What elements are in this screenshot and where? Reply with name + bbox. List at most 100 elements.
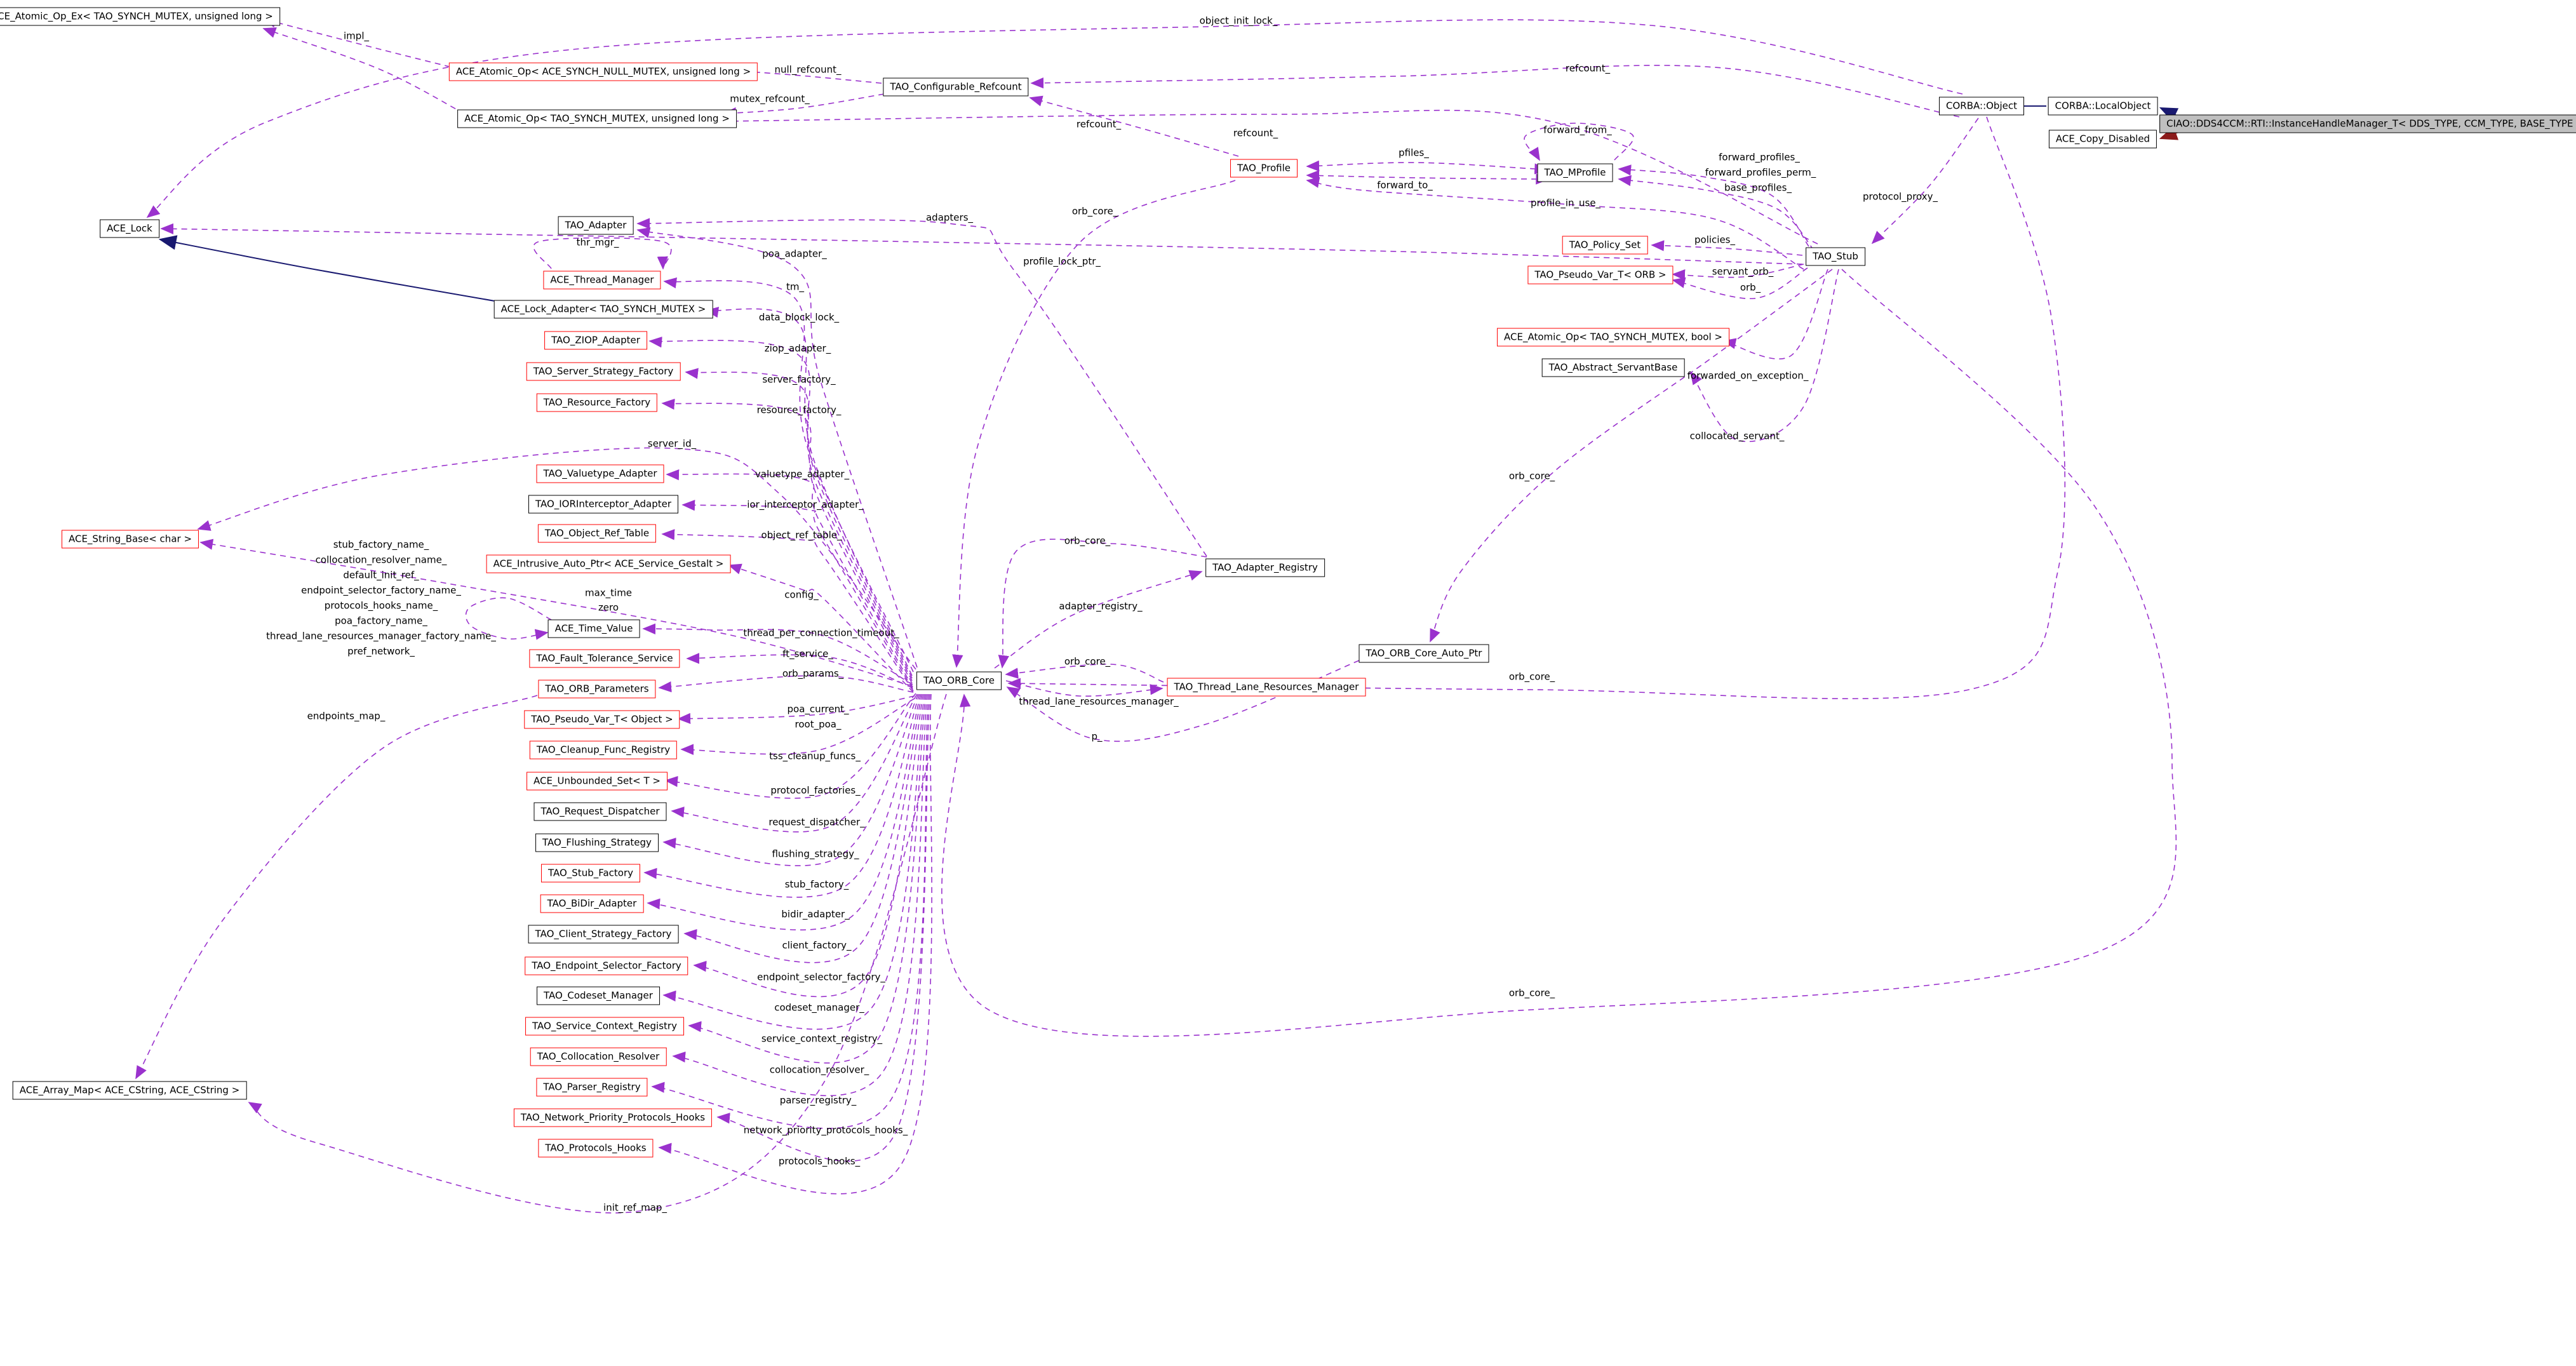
edge-13 (1524, 123, 1634, 161)
edge-3 (723, 93, 885, 119)
node-stubfac[interactable]: TAO_Stub_Factory (540, 864, 641, 883)
edge-31 (197, 447, 916, 670)
node-aopul[interactable]: ACE_Atomic_Op< TAO_SYNCH_MUTEX, unsigned… (457, 109, 737, 128)
node-nph[interactable]: TAO_Network_Priority_Protocols_Hooks (513, 1108, 713, 1127)
edge-30 (661, 398, 913, 684)
node-ph[interactable]: TAO_Protocols_Hooks (538, 1139, 654, 1158)
node-absservant[interactable]: TAO_Abstract_ServantBase (1541, 358, 1685, 377)
edge-57 (135, 695, 538, 1080)
edge-33 (666, 469, 913, 688)
node-aopnull[interactable]: ACE_Atomic_Op< ACE_SYNCH_NULL_MUTEX, uns… (448, 62, 758, 81)
node-confref[interactable]: TAO_Configurable_Refcount (883, 77, 1029, 97)
node-ubset[interactable]: ACE_Unbounded_Set< T > (527, 772, 667, 791)
node-iap[interactable]: ACE_Intrusive_Auto_Ptr< ACE_Service_Gest… (486, 554, 731, 573)
node-scr[interactable]: TAO_Service_Context_Registry (525, 1017, 684, 1036)
node-cfr[interactable]: TAO_Cleanup_Func_Registry (529, 740, 678, 760)
node-localobj[interactable]: CORBA::LocalObject (2048, 97, 2158, 116)
edge-label-orb-core: orb_core_ (1508, 671, 1555, 683)
node-vta[interactable]: TAO_Valuetype_Adapter (536, 464, 664, 483)
edge-label-thread-lane-resources-manager: thread_lane_resources_manager_ (1019, 695, 1179, 707)
node-reqdisp[interactable]: TAO_Request_Dispatcher (533, 802, 667, 821)
node-arraymap[interactable]: ACE_Array_Map< ACE_CString, ACE_CString … (12, 1081, 247, 1100)
node-codeset[interactable]: TAO_Codeset_Manager (537, 986, 660, 1005)
edge-label-parser-registry: parser_registry_ (779, 1094, 857, 1106)
node-collres[interactable]: TAO_Collocation_Resolver (530, 1047, 667, 1066)
node-stringbase[interactable]: ACE_String_Base< char > (61, 530, 199, 549)
edge-label-impl: impl_ (344, 30, 369, 42)
edge-15 (1618, 175, 1815, 251)
edge-label-data-block-lock: data_block_lock_ (758, 311, 840, 323)
edge-label-orb-params: orb_params_ (782, 667, 844, 680)
node-policyset[interactable]: TAO_Policy_Set (1562, 236, 1648, 255)
edge-34 (681, 500, 913, 690)
edge-label-collocation-resolver-name: collocation_resolver_name_ (315, 554, 447, 566)
edge-label-ziop-adapter: ziop_adapter_ (764, 342, 831, 354)
edge-label-adapters: adapters_ (925, 211, 974, 224)
node-ziop[interactable]: TAO_ZIOP_Adapter (544, 331, 647, 350)
node-copydis[interactable]: ACE_Copy_Disabled (2048, 130, 2157, 149)
edge-label-orb: orb_ (1740, 281, 1761, 293)
edge-label-pref-network: pref_network_ (347, 645, 415, 657)
edge-40 (658, 675, 914, 693)
edge-22 (1871, 117, 1979, 244)
edge-43 (664, 693, 916, 799)
edge-26 (663, 277, 914, 673)
node-acelock[interactable]: ACE_Lock (100, 219, 159, 238)
edge-label-profile-lock-ptr: profile_lock_ptr_ (1023, 255, 1101, 267)
node-resf[interactable]: TAO_Resource_Factory (536, 393, 658, 412)
node-iora[interactable]: TAO_IORInterceptor_Adapter (528, 495, 679, 514)
edge-52 (672, 693, 928, 1097)
node-adapter[interactable]: TAO_Adapter (558, 216, 634, 235)
edge-label-collocated-servant: collocated_servant_ (1689, 430, 1785, 442)
node-flush[interactable]: TAO_Flushing_Strategy (535, 833, 659, 852)
edge-label-flushing-strategy: flushing_strategy_ (772, 848, 859, 860)
edge-label-servant-orb: servant_orb_ (1712, 265, 1774, 278)
node-pvobj[interactable]: TAO_Pseudo_Var_T< Object > (524, 710, 680, 729)
edge-44 (671, 693, 918, 833)
edge-label-forward-to: forward_to_ (1377, 179, 1433, 191)
edge-60 (1005, 680, 1164, 697)
edge-23 (636, 218, 1207, 557)
node-aopbool[interactable]: ACE_Atomic_Op< TAO_SYNCH_MUTEX, bool > (1497, 328, 1729, 347)
node-orbcore[interactable]: TAO_ORB_Core (916, 671, 1002, 690)
edge-50 (662, 693, 925, 1030)
edge-label-tss-cleanup-funcs: tss_cleanup_funcs_ (769, 750, 861, 762)
node-mprofile[interactable]: TAO_MProfile (1537, 163, 1613, 182)
node-orbparams[interactable]: TAO_ORB_Parameters (538, 680, 656, 699)
edge-label-forwarded-on-exception: forwarded_on_exception_ (1687, 370, 1809, 382)
edge-4 (1030, 65, 1960, 117)
node-thrmgr[interactable]: ACE_Thread_Manager (543, 271, 661, 290)
node-pvorb[interactable]: TAO_Pseudo_Var_T< ORB > (1527, 265, 1674, 285)
edge-63 (1430, 269, 1833, 643)
edge-label-stub-factory: stub_factory_ (784, 878, 849, 890)
node-ort[interactable]: TAO_Object_Ref_Table (537, 524, 657, 543)
edge-label-forward-from: forward_from_ (1543, 124, 1612, 136)
node-esf[interactable]: TAO_Endpoint_Selector_Factory (525, 956, 688, 975)
edge-16 (1306, 177, 1804, 270)
edge-label-refcount: refcount_ (1233, 127, 1278, 139)
edge-label-object-init-lock: object_init_lock_ (1199, 15, 1278, 27)
edge-label-ft-service: ft_service_ (782, 648, 833, 660)
edge-61 (1005, 664, 1164, 683)
node-fts[interactable]: TAO_Fault_Tolerance_Service (529, 649, 680, 668)
node-timeval[interactable]: ACE_Time_Value (547, 619, 640, 638)
edge-label-tm: tm_ (786, 281, 804, 293)
edge-label-endpoint-selector-factory-name: endpoint_selector_factory_name_ (301, 584, 461, 596)
node-aopex[interactable]: ACE_Atomic_Op_Ex< TAO_SYNCH_MUTEX, unsig… (0, 7, 280, 26)
node-corbaobj[interactable]: CORBA::Object (1939, 97, 2024, 116)
node-ssf[interactable]: TAO_Server_Strategy_Factory (526, 362, 681, 381)
edge-label-object-ref-table: object_ref_table_ (761, 529, 842, 541)
node-bidir[interactable]: TAO_BiDir_Adapter (540, 894, 644, 913)
node-parser[interactable]: TAO_Parser_Registry (536, 1078, 648, 1097)
node-lockadapter[interactable]: ACE_Lock_Adapter< TAO_SYNCH_MUTEX > (493, 300, 713, 319)
edge-59 (998, 539, 1207, 669)
node-adapterreg[interactable]: TAO_Adapter_Registry (1205, 558, 1325, 577)
node-ciao: CIAO::DDS4CCM::RTI::InstanceHandleManage… (2159, 114, 2576, 133)
node-tlrm[interactable]: TAO_Thread_Lane_Resources_Manager (1167, 678, 1366, 697)
edge-27 (705, 307, 913, 676)
edge-label-server-factory: server_factory_ (762, 373, 836, 385)
node-csf[interactable]: TAO_Client_Strategy_Factory (528, 925, 679, 944)
node-profile[interactable]: TAO_Profile (1230, 159, 1298, 178)
node-autoptr[interactable]: TAO_ORB_Core_Auto_Ptr (1358, 644, 1489, 663)
node-stub[interactable]: TAO_Stub (1806, 247, 1865, 266)
